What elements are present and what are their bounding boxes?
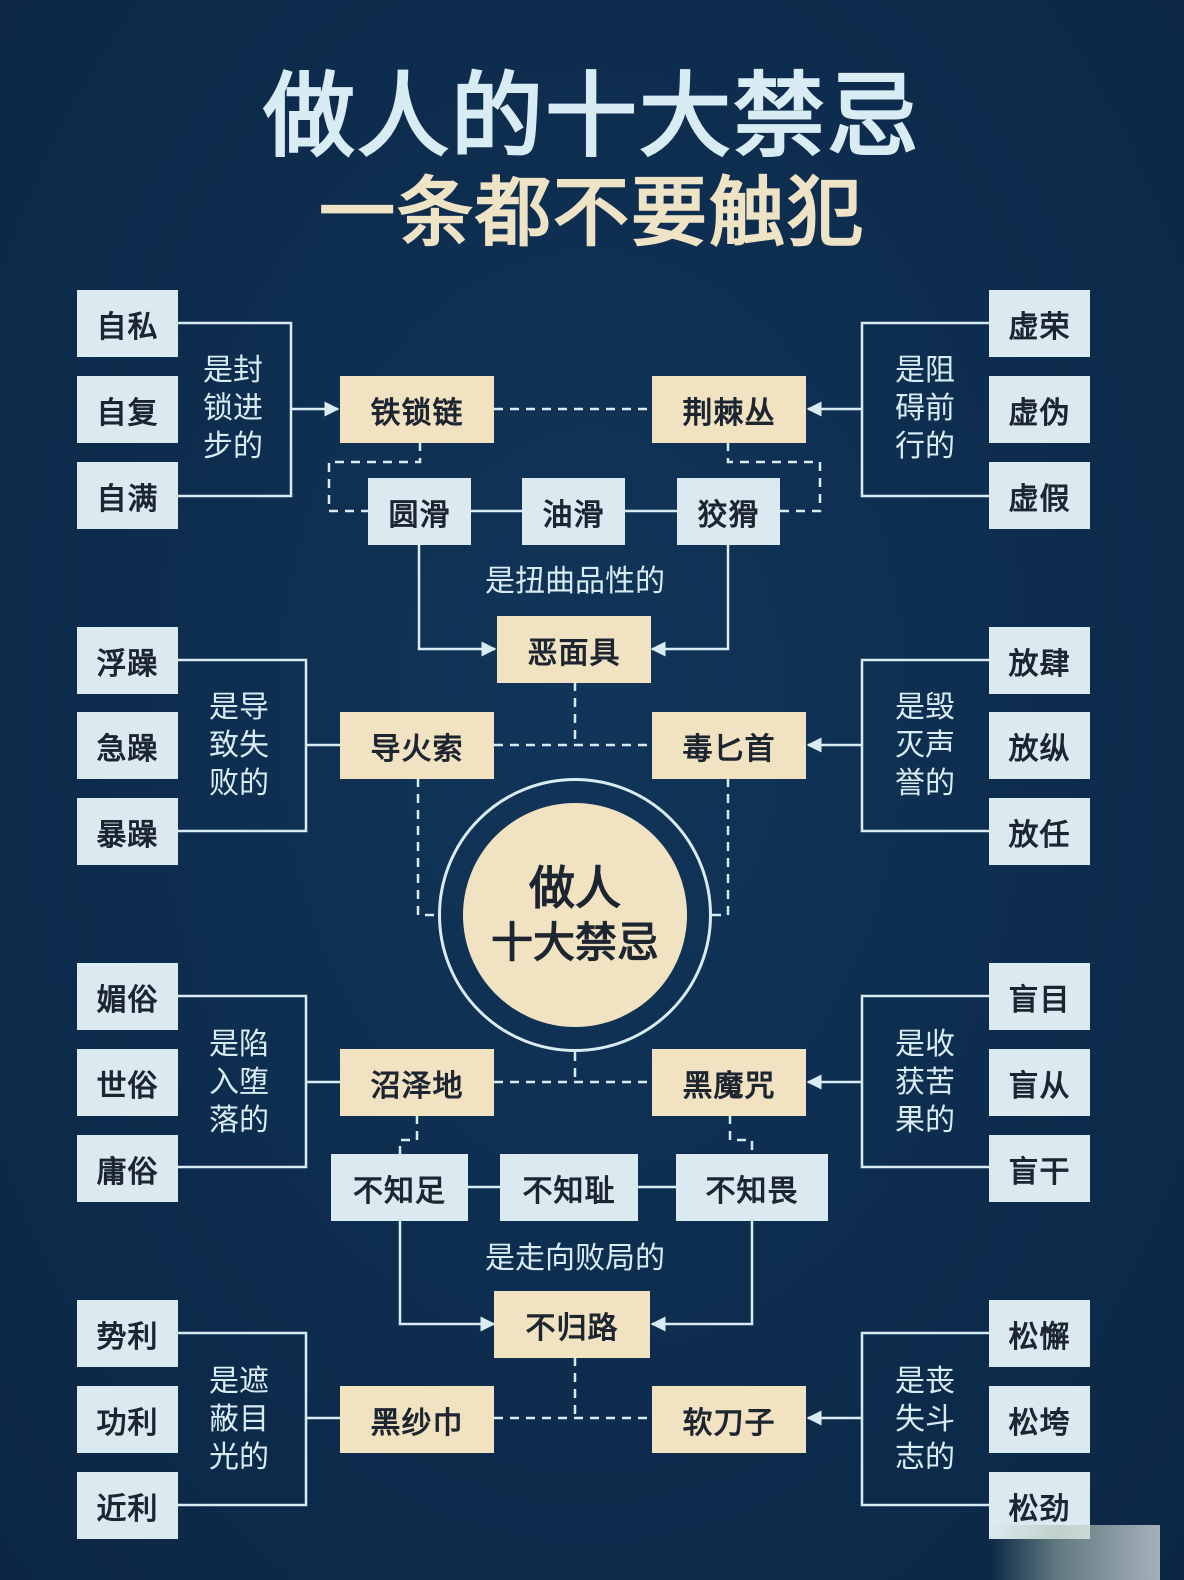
group-label: 是走向败局的 [485,1241,665,1276]
group-label: 是陷入堕落的 [209,1027,269,1138]
center-line-1: 做人 [529,861,621,915]
item-box: 狡猾 [677,478,780,545]
item-box: 浮躁 [77,627,178,694]
item-box: 势利 [77,1300,178,1367]
item-box: 急躁 [77,712,178,779]
item-box: 世俗 [77,1049,178,1116]
item-box: 松垮 [989,1386,1090,1453]
item-box: 近利 [77,1472,178,1539]
group-label: 是扭曲品性的 [485,564,665,599]
group-label: 是遮蔽目光的 [209,1364,269,1475]
item-box: 自满 [77,462,178,529]
item-box: 盲干 [989,1135,1090,1202]
item-box: 虚假 [989,462,1090,529]
group-label: 是阻碍前行的 [895,353,955,464]
watermark-overlay [990,1525,1160,1580]
group-label: 是毁灭声誉的 [895,690,955,801]
item-box: 自复 [77,376,178,443]
result-box: 黑纱巾 [340,1386,494,1453]
center-badge: 做人 十大禁忌 [463,803,687,1027]
group-label: 是丧失斗志的 [895,1364,955,1475]
item-box: 虚荣 [989,290,1090,357]
result-box: 恶面具 [497,616,651,683]
group-label: 是封锁进步的 [203,353,263,464]
result-box: 软刀子 [652,1386,806,1453]
item-box: 盲目 [989,963,1090,1030]
result-box: 荆棘丛 [652,376,806,443]
item-box: 不知耻 [500,1154,638,1221]
item-box: 不知足 [331,1154,468,1221]
result-box: 导火索 [340,712,494,779]
item-box: 盲从 [989,1049,1090,1116]
item-box: 圆滑 [368,478,471,545]
result-box: 铁锁链 [340,376,494,443]
item-box: 放纵 [989,712,1090,779]
result-box: 黑魔咒 [652,1049,806,1116]
item-box: 暴躁 [77,798,178,865]
item-box: 松懈 [989,1300,1090,1367]
item-box: 放肆 [989,627,1090,694]
page-title: 做人的十大禁忌 [262,63,921,170]
result-box: 不归路 [494,1291,650,1358]
item-box: 不知畏 [676,1154,828,1221]
item-box: 虚伪 [989,376,1090,443]
item-box: 油滑 [522,478,625,545]
group-label: 是收获苦果的 [895,1027,955,1138]
item-box: 自私 [77,290,178,357]
item-box: 媚俗 [77,963,178,1030]
item-box: 功利 [77,1386,178,1453]
item-box: 庸俗 [77,1135,178,1202]
center-ring [438,778,712,1052]
result-box: 毒匕首 [652,712,806,779]
page-subtitle: 一条都不要触犯 [319,168,865,257]
item-box: 放任 [989,798,1090,865]
group-label: 是导致失败的 [209,690,269,801]
center-line-2: 十大禁忌 [490,918,659,967]
result-box: 沼泽地 [340,1049,494,1116]
